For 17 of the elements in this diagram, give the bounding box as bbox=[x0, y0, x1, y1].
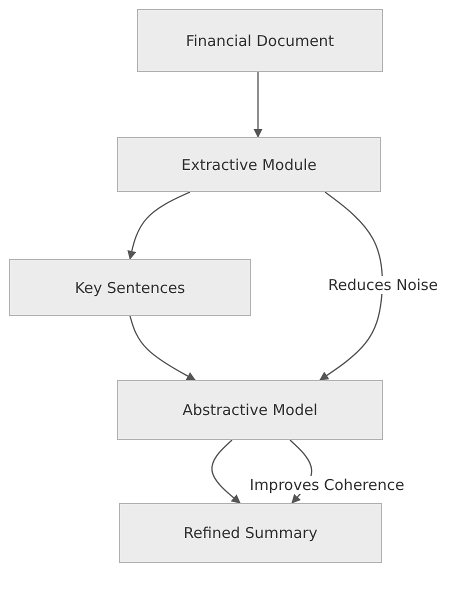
node-label: Refined Summary bbox=[184, 524, 318, 542]
process-box bbox=[119, 503, 382, 563]
arrow bbox=[319, 191, 383, 381]
arrow bbox=[127, 191, 190, 260]
arrow bbox=[129, 316, 196, 381]
arrow bbox=[211, 440, 241, 504]
edge-label: Reduces Noise bbox=[327, 276, 439, 294]
node-label: Financial Document bbox=[186, 32, 334, 50]
process-box bbox=[117, 380, 383, 440]
node-label: Abstractive Model bbox=[182, 401, 318, 419]
edge-label: Improves Coherence bbox=[248, 476, 406, 494]
node-label: Key Sentences bbox=[74, 278, 186, 296]
process-box bbox=[137, 9, 383, 72]
process-box bbox=[117, 137, 381, 192]
process-box bbox=[9, 259, 251, 316]
arrow bbox=[253, 72, 263, 138]
node-label: Extractive Module bbox=[181, 156, 317, 174]
